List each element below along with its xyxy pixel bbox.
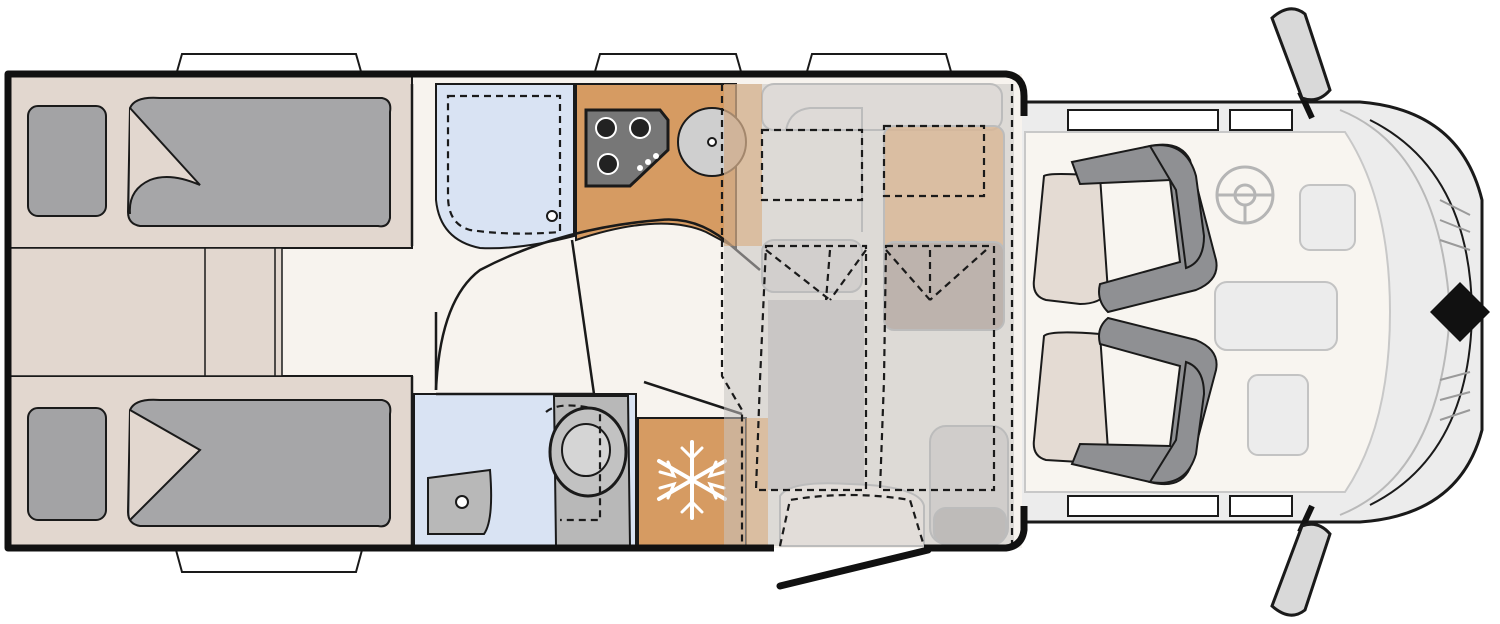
hob-burner-icon	[629, 117, 651, 139]
rear-beds	[9, 75, 413, 547]
seat-curve	[779, 482, 925, 547]
mirror-top	[1270, 7, 1332, 120]
outer-walls	[4, 70, 1028, 552]
shower-tray	[435, 83, 575, 250]
cab-window-top-2	[1229, 109, 1293, 131]
wash-basin-drain	[455, 495, 469, 509]
cab-seat-passenger	[1032, 316, 1218, 486]
grille	[1439, 199, 1471, 421]
seat-top-left	[785, 107, 863, 232]
wall-outline	[4, 70, 1028, 552]
shower-drain	[546, 210, 558, 222]
blanket-fold-top	[128, 107, 201, 215]
dinette-backrest-top	[761, 83, 1003, 131]
hob-knob	[653, 153, 659, 159]
mattress-bottom	[126, 398, 392, 528]
hob-knob	[637, 165, 643, 171]
snowflake-icon	[657, 440, 727, 520]
steering-wheel-icon	[1215, 165, 1275, 225]
hob	[584, 108, 670, 188]
badge-diamond-icon	[1430, 282, 1490, 342]
pillow-bottom	[27, 407, 107, 521]
hob-burner-icon	[595, 117, 617, 139]
mattress-top	[126, 96, 392, 228]
cab-window-top	[1067, 109, 1219, 131]
seat-armrest	[1148, 360, 1206, 484]
cab-window-bottom-2	[1229, 495, 1293, 517]
mirror-bottom	[1270, 504, 1332, 617]
cab-window-bottom	[1067, 495, 1219, 517]
partitions	[410, 84, 761, 546]
dinette-bench-left	[768, 300, 864, 490]
seat-cushion	[1032, 331, 1110, 464]
seat-armrest	[1148, 144, 1206, 270]
seat-cushion	[1032, 173, 1110, 306]
hob-burner-icon	[597, 153, 619, 175]
bed-step-divider	[204, 247, 276, 377]
entrance-door	[776, 546, 932, 590]
pillow-top	[27, 105, 107, 217]
dashboard	[1214, 184, 1356, 456]
dinette-seat-grey	[883, 241, 1005, 331]
bed-conversion-dashed	[720, 84, 1014, 547]
vehicle-cab	[1008, 7, 1490, 617]
kitchen-strip	[724, 84, 762, 246]
blanket-fold-bottom	[129, 409, 202, 521]
toilet-dashed	[545, 404, 602, 522]
sink-drain	[707, 137, 717, 147]
dinette-seat-bottom-inner	[933, 507, 1007, 545]
wall-front-bottom	[924, 506, 1028, 552]
cab-seat-driver	[1032, 143, 1218, 314]
hob-knob	[645, 159, 651, 165]
window-bottom-rear	[174, 549, 364, 573]
dinette-seat-left	[761, 239, 863, 293]
dinette	[724, 83, 1014, 547]
toilet-bowl	[561, 423, 611, 477]
